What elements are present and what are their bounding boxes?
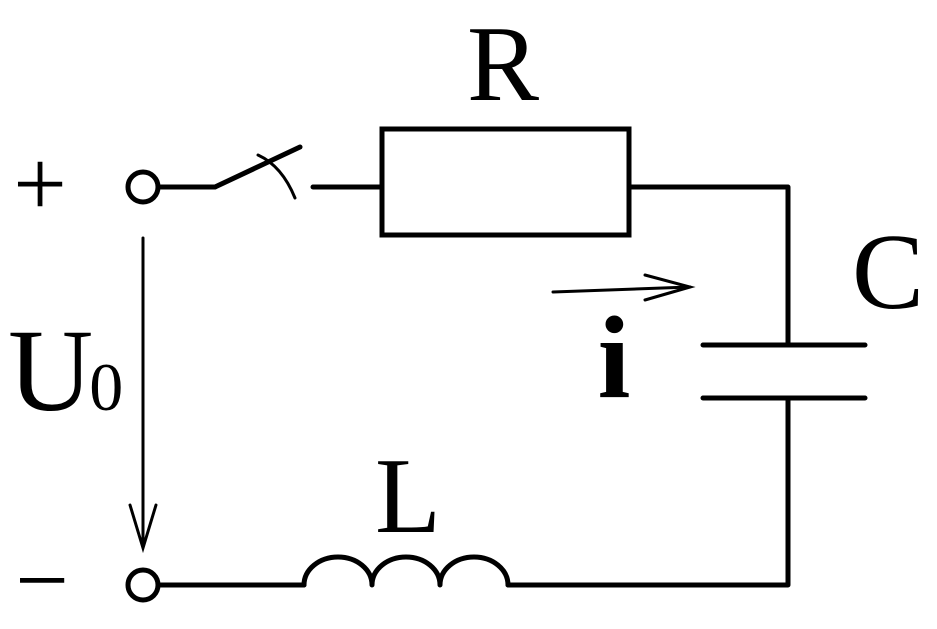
inductor: [301, 554, 511, 588]
plus-sign: +: [13, 131, 67, 237]
capacitor-label: C: [852, 213, 924, 332]
inductor-label: L: [375, 437, 441, 556]
current-arrow: [551, 273, 696, 302]
capacitor: [700, 342, 868, 401]
wire-resistor-to-capacitor: [626, 184, 791, 348]
voltage-label: U0: [8, 305, 123, 436]
voltage-subscript: 0: [89, 349, 123, 425]
bottom-terminal: [125, 567, 161, 603]
minus-sign: −: [15, 527, 69, 629]
voltage-arrow: [128, 236, 158, 554]
resistor-label: R: [467, 5, 539, 124]
current-label: i: [598, 292, 631, 423]
switch: [212, 144, 303, 200]
top-terminal: [125, 169, 161, 205]
resistor: [379, 126, 632, 238]
wire-capacitor-to-inductor: [505, 395, 791, 588]
